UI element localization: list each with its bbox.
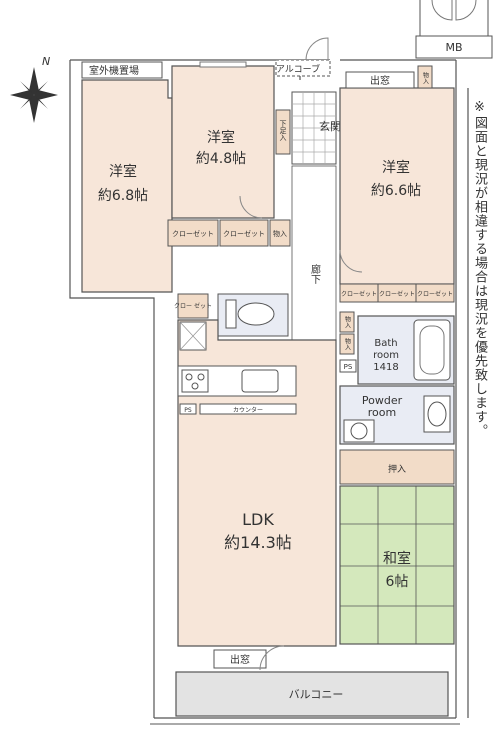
shoe-box-label: 下足入	[279, 120, 287, 141]
counter-bar	[199, 403, 297, 415]
storage-top	[417, 65, 433, 89]
room-left-size: 約6.8帖	[98, 188, 148, 204]
counter-label: カウンター	[233, 406, 263, 414]
room-left-name: 洋室	[109, 163, 137, 180]
western-room-left	[81, 79, 173, 293]
ldk-size: 約14.3帖	[224, 533, 292, 552]
oshiire	[339, 449, 455, 485]
ldk-room	[177, 319, 337, 647]
closet-mid	[219, 219, 269, 247]
balcony	[175, 671, 449, 717]
ps-label: PS	[344, 363, 353, 371]
washbasin-icon	[423, 395, 451, 433]
room-mid-size: 約4.8帖	[196, 151, 246, 167]
compass-rose-icon: N	[10, 55, 58, 123]
meter-box: MB	[415, 0, 493, 59]
closet-right-2-label: クローゼット	[379, 290, 415, 298]
storage-mid	[269, 219, 291, 247]
bath-size-label: 1418	[373, 362, 398, 373]
svg-text:N: N	[42, 55, 50, 68]
ps-kitchen-label: PS	[184, 407, 192, 414]
powder-room-label-2: room	[368, 406, 396, 419]
closet-mid-label: クローゼット	[223, 229, 265, 238]
ldk-name: LDK	[242, 510, 274, 529]
closet-right-3	[415, 283, 455, 303]
closet-right-1-label: クローゼット	[341, 290, 377, 298]
bathtub-icon	[413, 319, 451, 381]
mb-label: MB	[445, 41, 462, 54]
washitsu-size: 6帖	[386, 574, 409, 590]
sink-icon	[241, 369, 279, 393]
hallway	[291, 165, 337, 347]
outdoor-unit-label: 室外機置場	[89, 64, 139, 77]
bay-window-top	[345, 71, 415, 89]
storage-bath-2-label: 物入	[344, 337, 351, 350]
toilet-icon	[225, 299, 275, 329]
washitsu-name: 和室	[383, 550, 411, 567]
entrance-floor	[291, 91, 337, 165]
western-room-right	[339, 87, 455, 285]
ps-kitchen-box	[179, 403, 197, 415]
alcove	[275, 59, 331, 77]
stove-icon	[181, 369, 209, 393]
closet-small	[177, 293, 209, 319]
genkan-label: 玄関	[319, 119, 341, 133]
washing-machine-icon	[343, 419, 375, 443]
bath-room-label: Bath	[374, 338, 397, 349]
room-right-size: 約6.6帖	[371, 183, 421, 199]
corridor-label: 廊下	[309, 263, 321, 285]
storage-top-label: 物入	[422, 71, 429, 84]
storage-bath-1-label: 物入	[344, 315, 351, 328]
washitsu-room	[339, 485, 455, 645]
room-right-name: 洋室	[382, 159, 410, 176]
closet-left	[167, 219, 219, 247]
bay-window-bottom	[213, 649, 267, 669]
outdoor-unit-area	[81, 61, 163, 79]
ps-box	[339, 359, 357, 373]
bay-window-top-label: 出窓	[370, 74, 390, 87]
oshiire-label: 押入	[388, 463, 406, 475]
bay-window-bottom-label: 出窓	[230, 653, 250, 666]
balcony-label: バルコニー	[289, 688, 344, 701]
room-mid-name: 洋室	[207, 129, 235, 146]
powder-room-label: Powder	[362, 394, 403, 407]
closet-small-label: クロー ゼット	[174, 302, 212, 310]
disclaimer-note: ※図面と現況が相違する場合は現況を優先致します。	[472, 100, 487, 438]
storage-mid-label: 物入	[273, 229, 287, 238]
shoe-box	[275, 109, 291, 155]
closet-right-3-label: クローゼット	[417, 290, 453, 298]
bath-room-label-2: room	[373, 350, 399, 361]
storage-bath-1	[339, 311, 355, 333]
alcove-label: アルコーブ	[276, 63, 320, 75]
storage-bath-2	[339, 333, 355, 355]
closet-left-label: クローゼット	[172, 229, 214, 238]
